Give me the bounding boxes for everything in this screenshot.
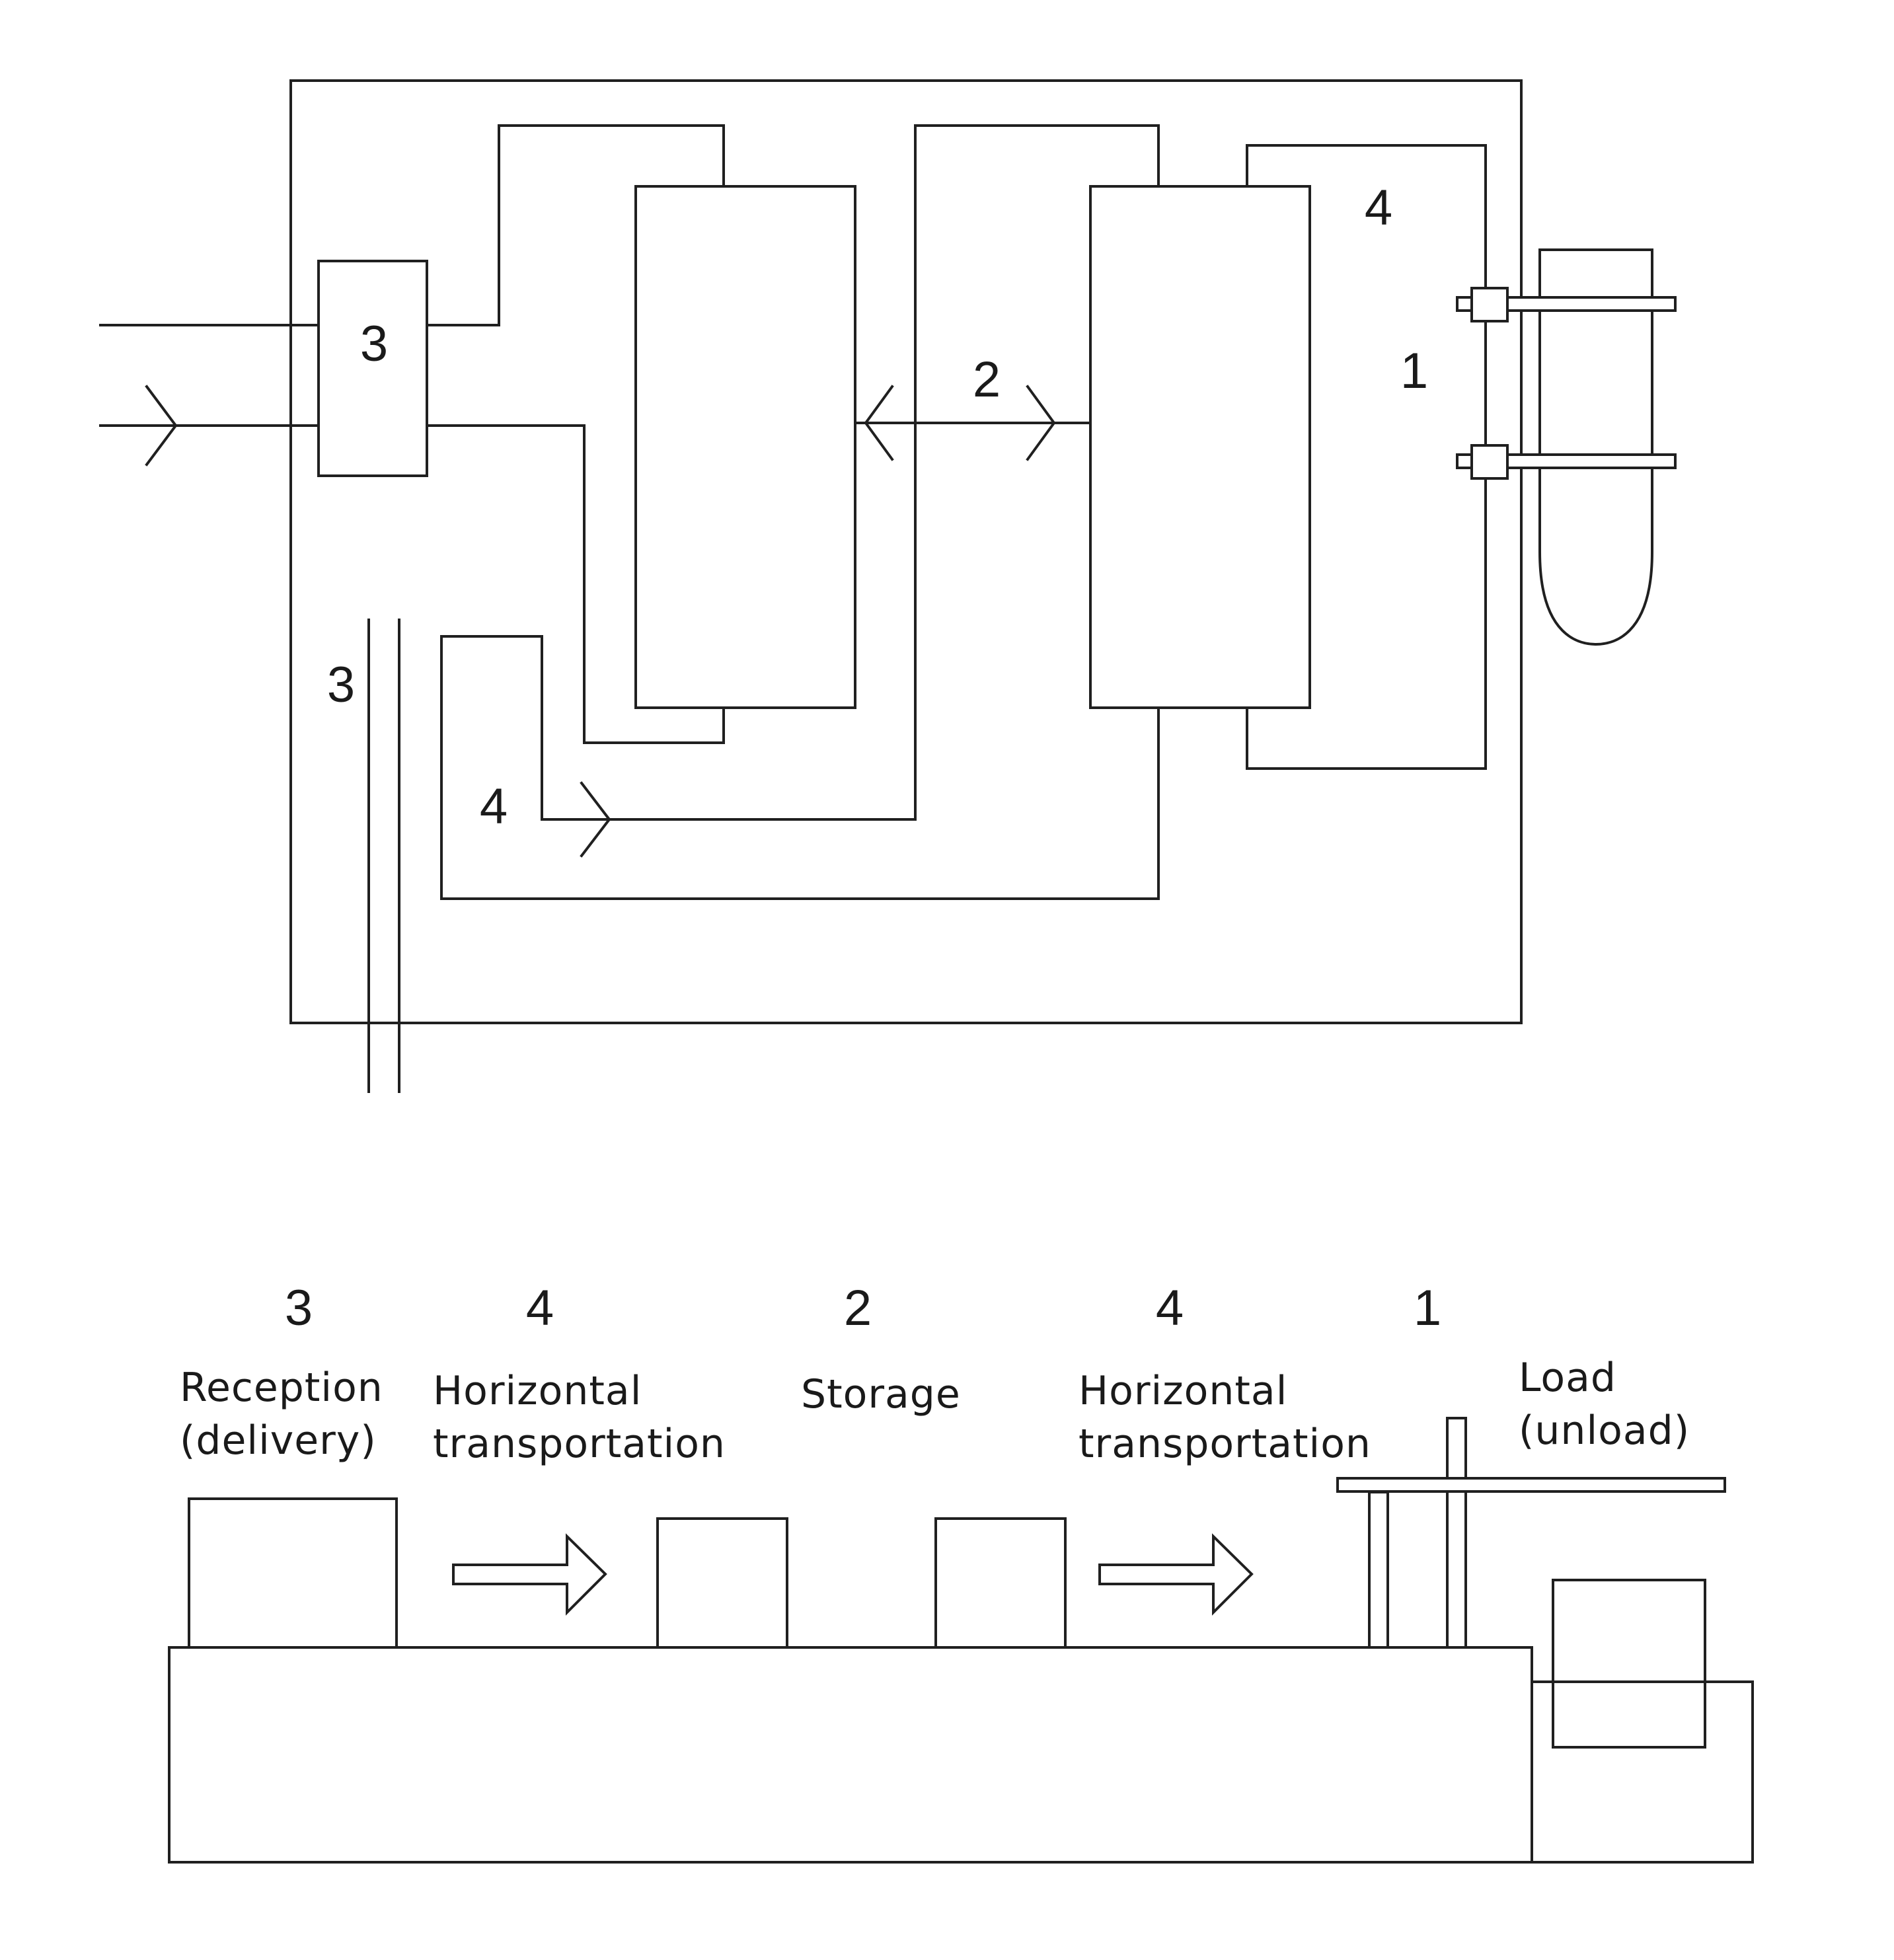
stage-number-load: 1 [1414, 1280, 1441, 1336]
label-transport-bottom: 4 [480, 778, 508, 835]
stage-number-reception: 3 [285, 1280, 313, 1336]
reception-cargo-box [188, 1497, 398, 1649]
crane-head-lower-icon [1470, 444, 1509, 480]
terminal-boundary [289, 79, 1523, 1024]
label-rail-track: 3 [327, 657, 355, 713]
stage-number-storage: 2 [844, 1280, 872, 1336]
exchange-arrow-right-icon [1026, 385, 1056, 461]
crane-head-upper-icon [1470, 287, 1509, 322]
storage-box-a [656, 1517, 788, 1649]
ship-hull-icon [1538, 248, 1653, 646]
storage-block-b [1089, 185, 1311, 709]
stage-label-transport-1a: Horizontal [433, 1368, 642, 1414]
crane-leg-left [1368, 1491, 1389, 1649]
crane-boom [1336, 1477, 1726, 1493]
stage-label-transport-2a: Horizontal [1079, 1368, 1287, 1414]
label-transport-top: 4 [1365, 180, 1392, 236]
label-storage-link: 2 [973, 352, 1001, 408]
ship-cargo-box [1552, 1579, 1706, 1749]
stage-label-transport-2b: transportation [1079, 1421, 1371, 1467]
connector-gate-to-storage-a-bottom [426, 424, 725, 744]
reception-gate-box [317, 260, 428, 477]
transport-arrow-2-icon [1098, 1533, 1254, 1616]
incoming-arrow-icon [145, 385, 178, 467]
transport-arrow-icon [580, 781, 611, 858]
label-reception-box: 3 [360, 316, 388, 372]
crane-arm-upper [1456, 296, 1677, 312]
stage-label-transport-1b: transportation [433, 1421, 726, 1467]
connector-gate-to-storage-a [426, 124, 725, 326]
process-flow: 3 4 2 4 1 Reception (delivery) Horizonta… [168, 1280, 1754, 1864]
stage-label-load-2: (unload) [1519, 1408, 1690, 1454]
stage-number-transport-2: 4 [1156, 1280, 1184, 1336]
stage-label-load-1: Load [1519, 1355, 1616, 1401]
storage-block-a [634, 185, 856, 709]
storage-box-b [934, 1517, 1067, 1649]
crane-leg-right [1446, 1417, 1467, 1649]
label-ship-berth: 1 [1400, 343, 1428, 399]
stage-label-reception-1: Reception [180, 1365, 383, 1411]
berth-step [1531, 1680, 1754, 1864]
terminal-plan: 3 2 4 4 3 1 [99, 79, 1677, 1093]
transport-loop-upper [440, 124, 1160, 900]
stage-label-reception-2: (delivery) [180, 1417, 377, 1464]
exchange-arrow-left-icon [864, 385, 894, 461]
crane-arm-lower [1456, 453, 1677, 469]
stage-label-storage: Storage [801, 1371, 961, 1417]
stage-number-transport-1: 4 [526, 1280, 554, 1336]
transport-to-berth [1246, 144, 1487, 770]
transport-arrow-1-icon [452, 1533, 607, 1616]
quay-platform [168, 1646, 1533, 1864]
